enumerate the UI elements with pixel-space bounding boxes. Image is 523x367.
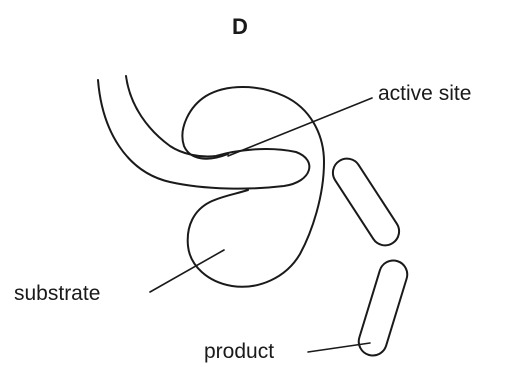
product-label: product (204, 340, 274, 363)
active-site-label: active site (378, 82, 471, 105)
diagram-title: D (232, 14, 248, 39)
substrate-leader-line (150, 250, 224, 292)
substrate-label: substrate (14, 282, 100, 305)
product-molecule-upper (328, 153, 405, 250)
